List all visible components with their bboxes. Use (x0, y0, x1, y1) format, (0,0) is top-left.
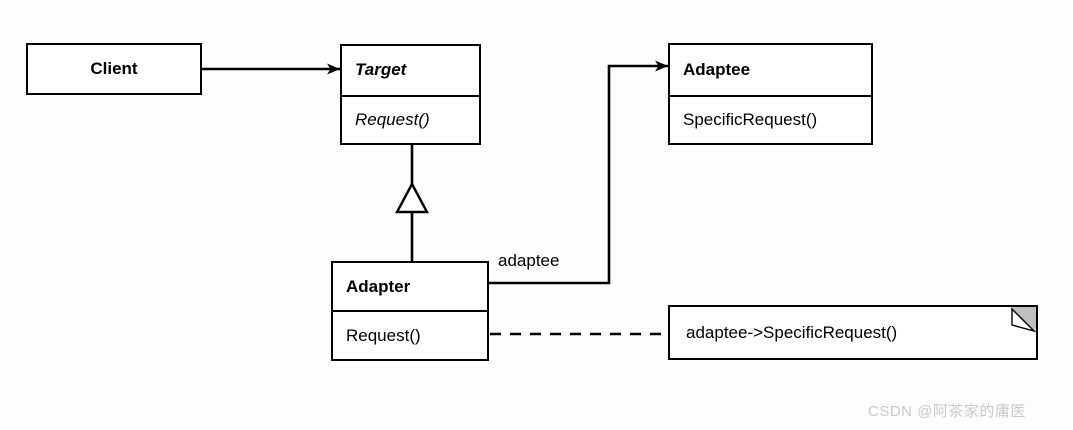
class-member-adaptee-specificrequest: SpecificRequest() (670, 94, 871, 143)
class-name-adaptee: Adaptee (683, 59, 751, 79)
class-name-target: Target (355, 60, 407, 80)
class-name-adapter: Adapter (346, 276, 411, 296)
note-fold-corner-icon (1010, 307, 1036, 333)
class-box-client[interactable]: Client (26, 43, 202, 95)
class-name-client: Client (90, 59, 138, 78)
edge-label-adaptee: adaptee (496, 251, 562, 271)
generalization-triangle (394, 181, 430, 214)
class-box-target[interactable]: Target Request() (340, 44, 481, 145)
class-box-adapter[interactable]: Adapter Request() (331, 261, 489, 361)
note-box-implementation[interactable]: adaptee->SpecificRequest() (668, 305, 1038, 360)
watermark-text: CSDN @阿茶家的庸医 (868, 403, 1026, 420)
class-member-target-request: Request() (342, 94, 479, 143)
class-member-adapter-request: Request() (333, 310, 487, 359)
note-text: adaptee->SpecificRequest() (686, 322, 898, 342)
class-box-adaptee[interactable]: Adaptee SpecificRequest() (668, 43, 873, 145)
